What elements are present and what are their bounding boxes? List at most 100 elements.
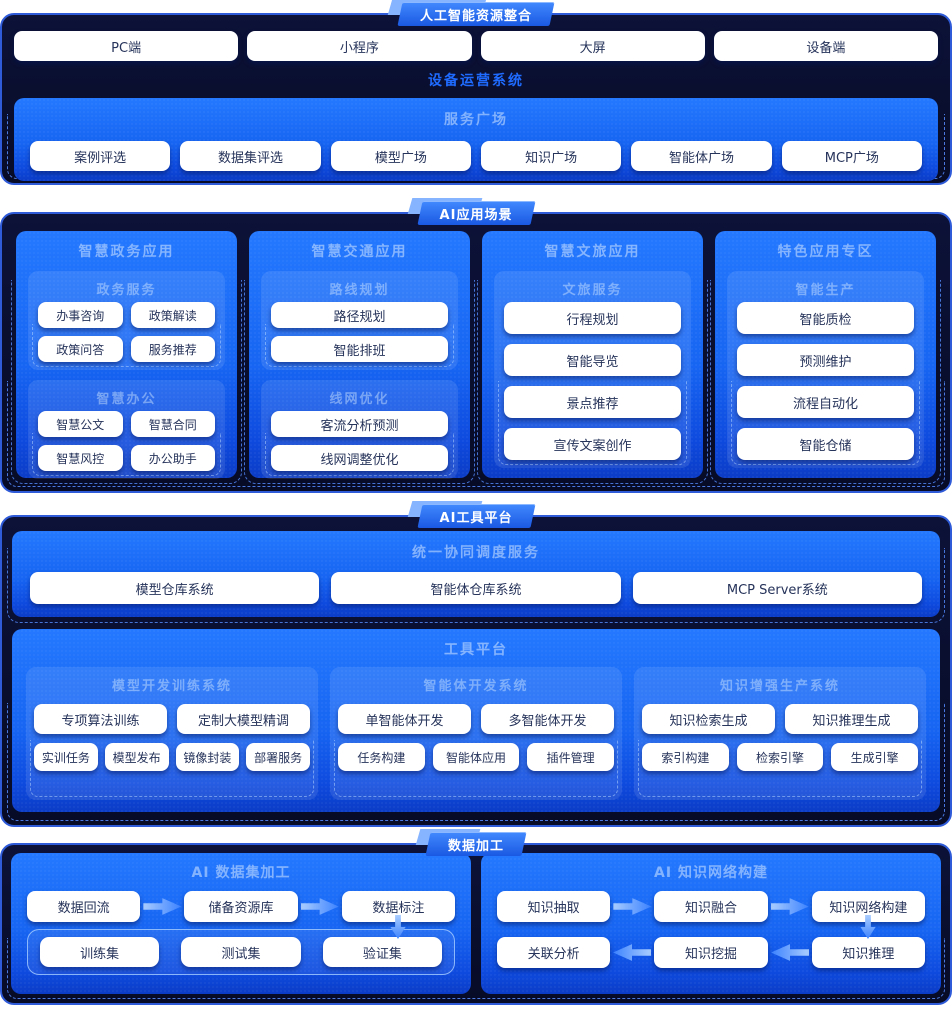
scenario-item: 线网调整优化 (271, 445, 448, 471)
service-plaza-title: 服务广场 (444, 112, 508, 128)
tool-platform-title: 工具平台 (444, 642, 508, 658)
scenario-group-items: 智能质检 预测维护 流程自动化 智能仓储 (737, 302, 914, 460)
scheduler-item: 智能体仓库系统 (331, 572, 621, 604)
scenario-item: 客流分析预测 (271, 411, 448, 437)
scenario-item: 办事咨询 (38, 302, 123, 328)
flow-item: 知识推理 (811, 937, 925, 968)
knowledge-network-card: AI 知识网络构建 知识抽取 知识融合 知识网络构建 关联分析 知识挖掘 知识推… (481, 853, 941, 994)
tool-column-title: 知识增强生产系统 (719, 679, 840, 694)
scenario-group-items: 客流分析预测 线网调整优化 (271, 411, 448, 471)
scenario-item: 政策解读 (130, 302, 215, 328)
tool-platform-card: 工具平台 模型开发训练系统 专项算法训练 定制大模型精调 实训任务 模型发布 镜… (12, 629, 940, 812)
scenario-group: 智慧办公 智慧公文 智慧合同 智慧风控 办公助手 (28, 380, 225, 479)
scenario-item: 智慧合同 (130, 411, 215, 437)
plaza-item-row: 案例评选 数据集评选 模型广场 知识广场 智能体广场 MCP广场 (30, 141, 922, 171)
resource-panel: PC端 小程序 大屏 设备端 设备运营系统 服务广场 案例评选 数据集评选 模型… (0, 13, 952, 185)
tool-item: 部署服务 (246, 743, 310, 771)
knowledge-backflow-row: 关联分析 知识挖掘 知识推理 (497, 937, 925, 968)
tool-column-model-training: 模型开发训练系统 专项算法训练 定制大模型精调 实训任务 模型发布 镜像封装 部… (26, 667, 318, 800)
scenario-item: 智慧风控 (38, 445, 123, 471)
flow-item: 知识挖掘 (654, 937, 768, 968)
scenario-columns: 智慧政务应用 政务服务 办事咨询 政策解读 政策问答 服务推荐 智慧办公 (11, 231, 941, 484)
scenario-group-items: 智慧公文 智慧合同 智慧风控 办公助手 (38, 411, 215, 471)
scenario-group-items: 路径规划 智能排班 (271, 302, 448, 362)
scenario-card-government: 智慧政务应用 政务服务 办事咨询 政策解读 政策问答 服务推荐 智慧办公 (11, 231, 242, 484)
scenario-item: 景点推荐 (504, 386, 681, 418)
flow-item: 储备资源库 (184, 891, 298, 922)
terminal-item: PC端 (14, 31, 239, 61)
plaza-item: 数据集评选 (180, 141, 321, 171)
scenario-group-title: 智慧办公 (96, 392, 157, 407)
device-operation-system-label: 设备运营系统 (428, 73, 524, 89)
scheduler-items: 模型仓库系统 智能体仓库系统 MCP Server系统 (30, 572, 922, 604)
output-item: 验证集 (322, 937, 442, 967)
tool-column-title: 模型开发训练系统 (111, 679, 232, 694)
arrow-right-icon (770, 898, 809, 915)
scenario-group-title: 路线规划 (329, 283, 390, 298)
scenario-group-items: 办事咨询 政策解读 政策问答 服务推荐 (38, 302, 215, 362)
terminal-item: 大屏 (480, 31, 705, 61)
scenario-group-title: 文旅服务 (562, 283, 623, 298)
dataset-outputs-group: 训练集 测试集 验证集 (27, 929, 455, 975)
badge-label: 数据加工 (447, 838, 504, 854)
arrow-right-icon (300, 898, 339, 915)
tool-item: 任务构建 (338, 743, 425, 771)
tools-panel: 统一协同调度服务 模型仓库系统 智能体仓库系统 MCP Server系统 工具平… (0, 515, 952, 827)
badge-label: 人工智能资源整合 (419, 8, 532, 24)
scenario-item: 宣传文案创作 (504, 428, 681, 460)
data-panel: AI 数据集加工 数据回流 储备资源库 数据标注 训练集 测试集 验证集 AI … (0, 843, 952, 1005)
scenario-item: 智能质检 (737, 302, 914, 334)
plaza-item: 案例评选 (30, 141, 171, 171)
scenarios-panel: 智慧政务应用 政务服务 办事咨询 政策解读 政策问答 服务推荐 智慧办公 (0, 212, 952, 493)
plaza-item: 知识广场 (480, 141, 622, 171)
scenario-item: 智能仓储 (737, 428, 914, 460)
tool-column-title: 智能体开发系统 (423, 679, 529, 694)
scenario-group-items: 行程规划 智能导览 景点推荐 宣传文案创作 (504, 302, 681, 460)
tool-item: 插件管理 (527, 743, 614, 771)
tool-item: 知识检索生成 (642, 704, 775, 734)
scheduler-card: 统一协同调度服务 模型仓库系统 智能体仓库系统 MCP Server系统 (7, 531, 945, 623)
scenario-card-special-zone: 特色应用专区 智能生产 智能质检 预测维护 流程自动化 智能仓储 (710, 231, 941, 484)
dataset-flow-row: 数据回流 储备资源库 数据标注 (27, 891, 455, 922)
tool-item: 智能体应用 (432, 743, 520, 771)
tool-column-knowledge-production: 知识增强生产系统 知识检索生成 知识推理生成 索引构建 检索引擎 生成引擎 (634, 667, 926, 800)
badge-row: 人工智能资源整合 (0, 0, 952, 26)
arrow-right-icon (143, 898, 182, 915)
badge-row: AI工具平台 (0, 501, 952, 528)
badge-row: AI应用场景 (0, 198, 952, 225)
scenario-item: 服务推荐 (130, 336, 215, 362)
scenario-card-culture-tourism: 智慧文旅应用 文旅服务 行程规划 智能导览 景点推荐 宣传文案创作 (477, 231, 708, 484)
arrow-left-icon (771, 943, 809, 963)
terminal-row: PC端 小程序 大屏 设备端 (14, 31, 938, 61)
scenario-card-transport: 智慧交通应用 路线规划 路径规划 智能排班 线网优化 客流分析预测 线网调整优 (244, 231, 475, 484)
tool-item: 知识推理生成 (785, 704, 918, 734)
tool-column-row2: 任务构建 智能体应用 插件管理 (338, 743, 614, 771)
tool-item: 实训任务 (34, 743, 98, 771)
tool-item: 定制大模型精调 (177, 704, 310, 734)
scenario-group: 路线规划 路径规划 智能排班 (261, 271, 458, 370)
scenario-group-title: 政务服务 (96, 283, 157, 298)
section-badge: 数据加工 (415, 829, 527, 856)
tool-column-row1: 专项算法训练 定制大模型精调 (34, 704, 310, 734)
scenario-item: 行程规划 (504, 302, 681, 334)
scheduler-title: 统一协同调度服务 (412, 545, 540, 561)
scenario-groups: 政务服务 办事咨询 政策解读 政策问答 服务推荐 智慧办公 智慧公文 智慧合同 (28, 271, 225, 479)
tool-item: 镜像封装 (175, 743, 240, 771)
tool-item: 模型发布 (104, 743, 169, 771)
scenario-group: 智能生产 智能质检 预测维护 流程自动化 智能仓储 (727, 271, 924, 468)
output-item: 测试集 (181, 937, 301, 967)
flow-item: 知识网络构建 (811, 891, 925, 922)
service-plaza-card: 服务广场 案例评选 数据集评选 模型广场 知识广场 智能体广场 MCP广场 (14, 98, 938, 181)
tool-column-row1: 单智能体开发 多智能体开发 (338, 704, 614, 734)
tool-item: 多智能体开发 (481, 704, 614, 734)
scenario-item: 流程自动化 (737, 386, 914, 418)
section-ai-resource-integration: 人工智能资源整合 PC端 小程序 大屏 设备端 设备运营系统 服务广场 案例评选… (0, 0, 952, 185)
scheduler-item: 模型仓库系统 (30, 572, 320, 604)
scenario-card-title: 智慧政务应用 (78, 244, 175, 260)
section-badge: AI应用场景 (407, 198, 536, 225)
scenario-card-title: 特色应用专区 (777, 244, 874, 260)
dataset-card-title: AI 数据集加工 (191, 865, 291, 881)
scenario-item: 路径规划 (271, 302, 448, 328)
tool-column-row2: 实训任务 模型发布 镜像封装 部署服务 (34, 743, 310, 771)
section-badge: 人工智能资源整合 (387, 0, 555, 26)
